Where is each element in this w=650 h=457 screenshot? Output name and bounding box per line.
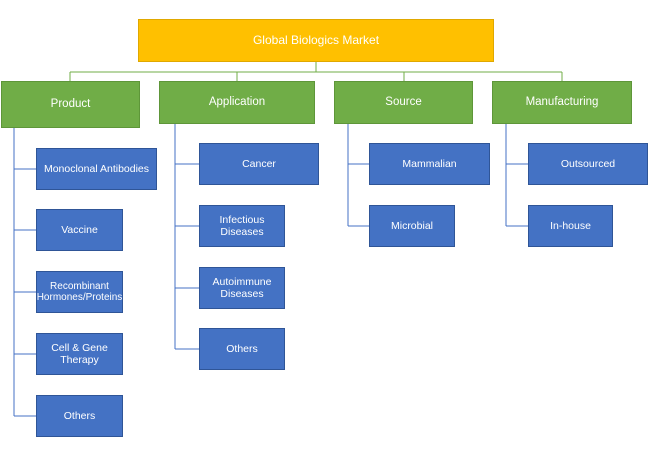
item-label: Infectious Diseases (219, 213, 265, 238)
item-label: In-house (550, 219, 591, 232)
category-label: Source (385, 95, 422, 108)
source-item: Microbial (369, 205, 455, 247)
category-source: Source (334, 81, 473, 124)
root-node: Global Biologics Market (138, 19, 494, 62)
product-item: Vaccine (36, 209, 123, 251)
manufacturing-item: Outsourced (528, 143, 648, 185)
manufacturing-item: In-house (528, 205, 613, 247)
product-item: Recombinant Hormones/Proteins (36, 271, 123, 313)
item-label: Monoclonal Antibodies (43, 162, 150, 175)
category-label: Product (50, 97, 91, 110)
application-item: Autoimmune Diseases (199, 267, 285, 309)
category-product: Product (1, 81, 140, 128)
product-item: Others (36, 395, 123, 437)
category-label: Manufacturing (525, 95, 599, 108)
root-label: Global Biologics Market (252, 32, 380, 47)
item-label: Vaccine (61, 223, 98, 236)
item-label: Outsourced (560, 157, 616, 170)
item-label: Autoimmune Diseases (212, 275, 272, 300)
item-label: Others (226, 342, 258, 355)
application-item: Infectious Diseases (199, 205, 285, 247)
item-label: Microbial (390, 219, 433, 232)
item-label: Mammalian (402, 157, 457, 170)
category-label: Application (208, 95, 266, 108)
application-item: Others (199, 328, 285, 370)
item-label: Cancer (242, 157, 276, 170)
category-application: Application (159, 81, 315, 124)
source-item: Mammalian (369, 143, 490, 185)
product-item: Cell & Gene Therapy (36, 333, 123, 375)
product-item: Monoclonal Antibodies (36, 148, 157, 190)
item-label: Others (63, 409, 96, 422)
category-manufacturing: Manufacturing (492, 81, 632, 124)
item-label: Recombinant Hormones/Proteins (36, 280, 123, 304)
item-label: Cell & Gene Therapy (51, 341, 108, 366)
application-item: Cancer (199, 143, 319, 185)
